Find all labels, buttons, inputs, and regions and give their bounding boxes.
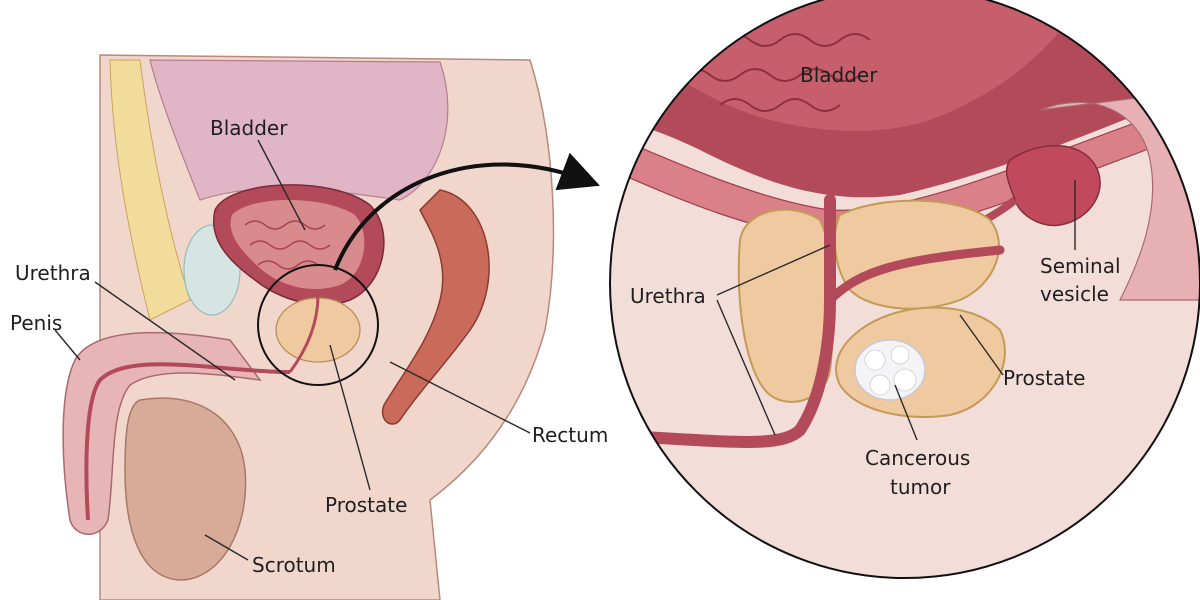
- bladder-folds: [244, 220, 331, 270]
- leader-rectum: [389, 361, 531, 434]
- penis-urethra: [84, 362, 291, 521]
- leader-prostate-right: [959, 314, 1004, 376]
- label-prostate-left: Prostate: [325, 493, 407, 517]
- detail-border: [609, 0, 1200, 579]
- leader-urethra-right-2: [716, 299, 776, 436]
- scrotum: [124, 397, 247, 581]
- detail-urethra: [610, 194, 836, 448]
- prostatic-urethra: [288, 294, 320, 373]
- label-rectum: Rectum: [532, 423, 608, 447]
- prostate-lobe-upper: [833, 199, 1000, 310]
- abdominal-cavity: [149, 59, 449, 201]
- zoom-arrow: [333, 152, 600, 271]
- label-bladder-right: Bladder: [800, 63, 878, 87]
- leader-scrotum: [204, 534, 249, 561]
- label-seminal-2: vesicle: [1040, 282, 1109, 306]
- leader-tumor: [894, 384, 918, 441]
- leader-prostate-left: [329, 344, 371, 491]
- label-tumor-2: tumor: [890, 475, 951, 499]
- seminal-vesicle: [1005, 144, 1101, 227]
- label-tumor-1: Cancerous: [865, 446, 970, 470]
- label-urethra-left: Urethra: [15, 261, 91, 285]
- prostate-lobe-left: [737, 208, 834, 403]
- label-urethra-right: Urethra: [630, 284, 706, 308]
- label-prostate-right: Prostate: [1003, 366, 1085, 390]
- overview-leaders: [54, 139, 531, 561]
- leader-penis: [54, 329, 81, 361]
- label-scrotum: Scrotum: [252, 553, 336, 577]
- label-bladder-left: Bladder: [210, 116, 288, 140]
- overview-illustration: [62, 54, 600, 600]
- cancerous-tumor: [854, 339, 926, 401]
- leader-urethra-left: [94, 281, 236, 381]
- zoom-circle: [257, 264, 379, 386]
- detail-leaders: [716, 180, 1076, 441]
- label-seminal-1: Seminal: [1040, 254, 1121, 278]
- rectum: [381, 189, 490, 425]
- fat-layer: [109, 59, 191, 321]
- detail-rectum-wall: [1039, 89, 1200, 301]
- detail-urethra-branch: [825, 245, 1005, 305]
- leader-bladder-left: [257, 139, 306, 231]
- label-penis: Penis: [10, 311, 62, 335]
- leader-urethra-right-1: [716, 244, 831, 296]
- penis: [62, 331, 262, 535]
